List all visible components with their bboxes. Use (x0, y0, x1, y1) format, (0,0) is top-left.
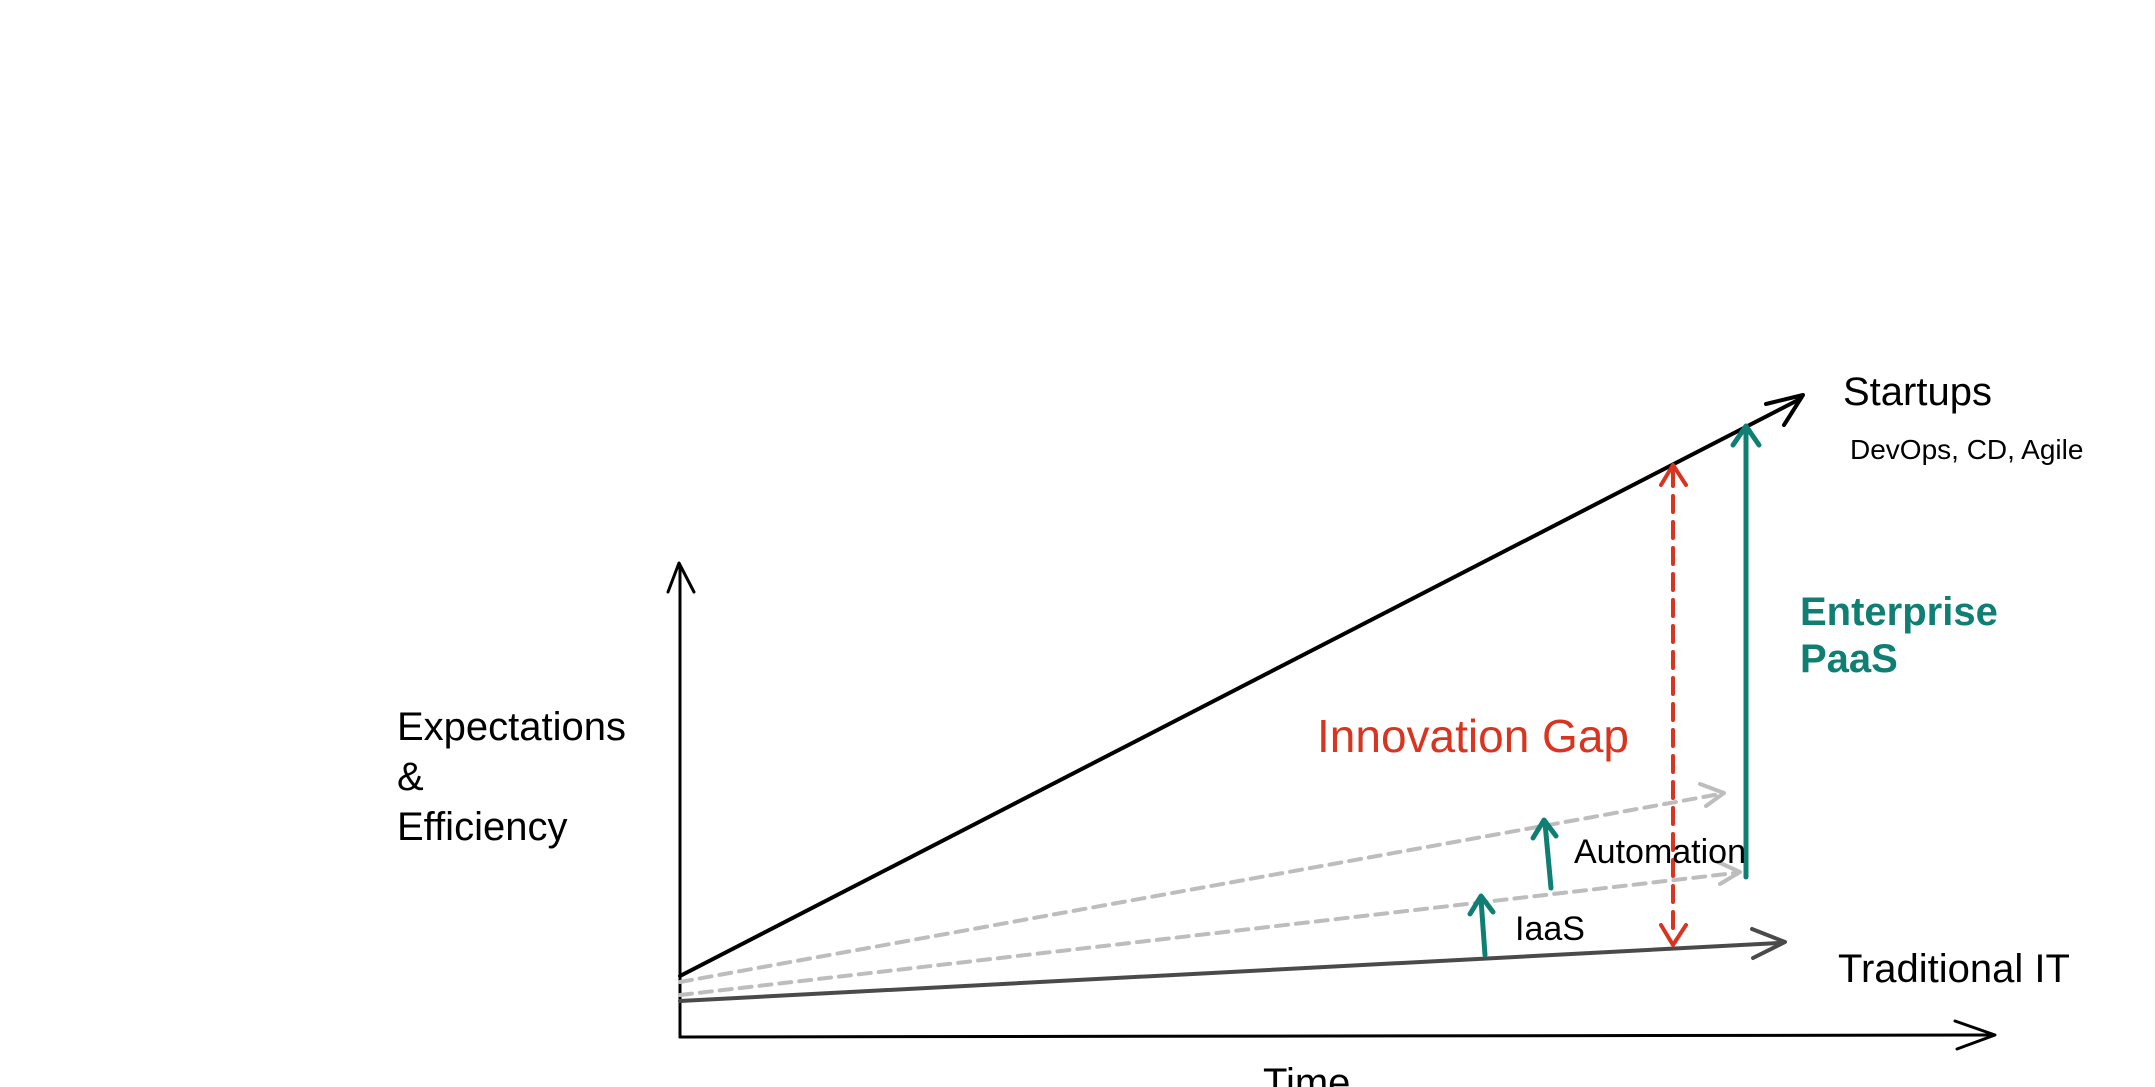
x-axis-label: Time (1263, 1061, 1350, 1087)
automation-arrow (1542, 820, 1554, 891)
startups-label: Startups (1843, 370, 1992, 414)
iaas-arrowhead (1467, 893, 1496, 917)
traditional-it-label: Traditional IT (1838, 947, 2070, 991)
axes (666, 561, 1997, 1051)
y-axis-arrowhead (666, 561, 696, 594)
x-axis-arrowhead (1953, 1019, 1997, 1051)
y-axis-label-line2: & (397, 755, 424, 799)
traditional-it-line (678, 927, 1787, 1003)
dashed-trend-arrowheads (1698, 782, 1742, 886)
x-axis (678, 1033, 1992, 1039)
enterprise-paas-label-line1: Enterprise (1800, 590, 1998, 634)
innovation-gap-arrowhead-top (1659, 463, 1688, 487)
innovation-gap-label: Innovation Gap (1317, 710, 1629, 762)
iaas-label: IaaS (1515, 910, 1585, 948)
enterprise-paas-arrowhead (1730, 423, 1762, 448)
y-axis-label-line1: Expectations (397, 705, 626, 749)
dashed-iaas-arrowhead (1716, 860, 1742, 886)
labels: Expectations & Efficiency Time Startups … (397, 370, 2083, 1087)
automation-label: Automation (1574, 833, 1746, 871)
y-axis-label-line3: Efficiency (397, 805, 567, 849)
startups-arrowhead (1764, 393, 1805, 427)
iaas-arrow (1478, 896, 1488, 958)
dashed-trend-iaas (678, 871, 1737, 997)
startups-sublabel: DevOps, CD, Agile (1850, 434, 2083, 465)
teal-arrows (1467, 423, 1762, 958)
traditional-it-arrowhead (1750, 927, 1787, 960)
startups-line (678, 393, 1805, 978)
dashed-automation-arrowhead (1698, 782, 1726, 808)
innovation-gap-arrow (1659, 463, 1688, 947)
innovation-gap-arrowhead-bottom (1659, 923, 1688, 947)
automation-arrowhead (1530, 817, 1559, 841)
enterprise-paas-label-line2: PaaS (1800, 637, 1898, 681)
